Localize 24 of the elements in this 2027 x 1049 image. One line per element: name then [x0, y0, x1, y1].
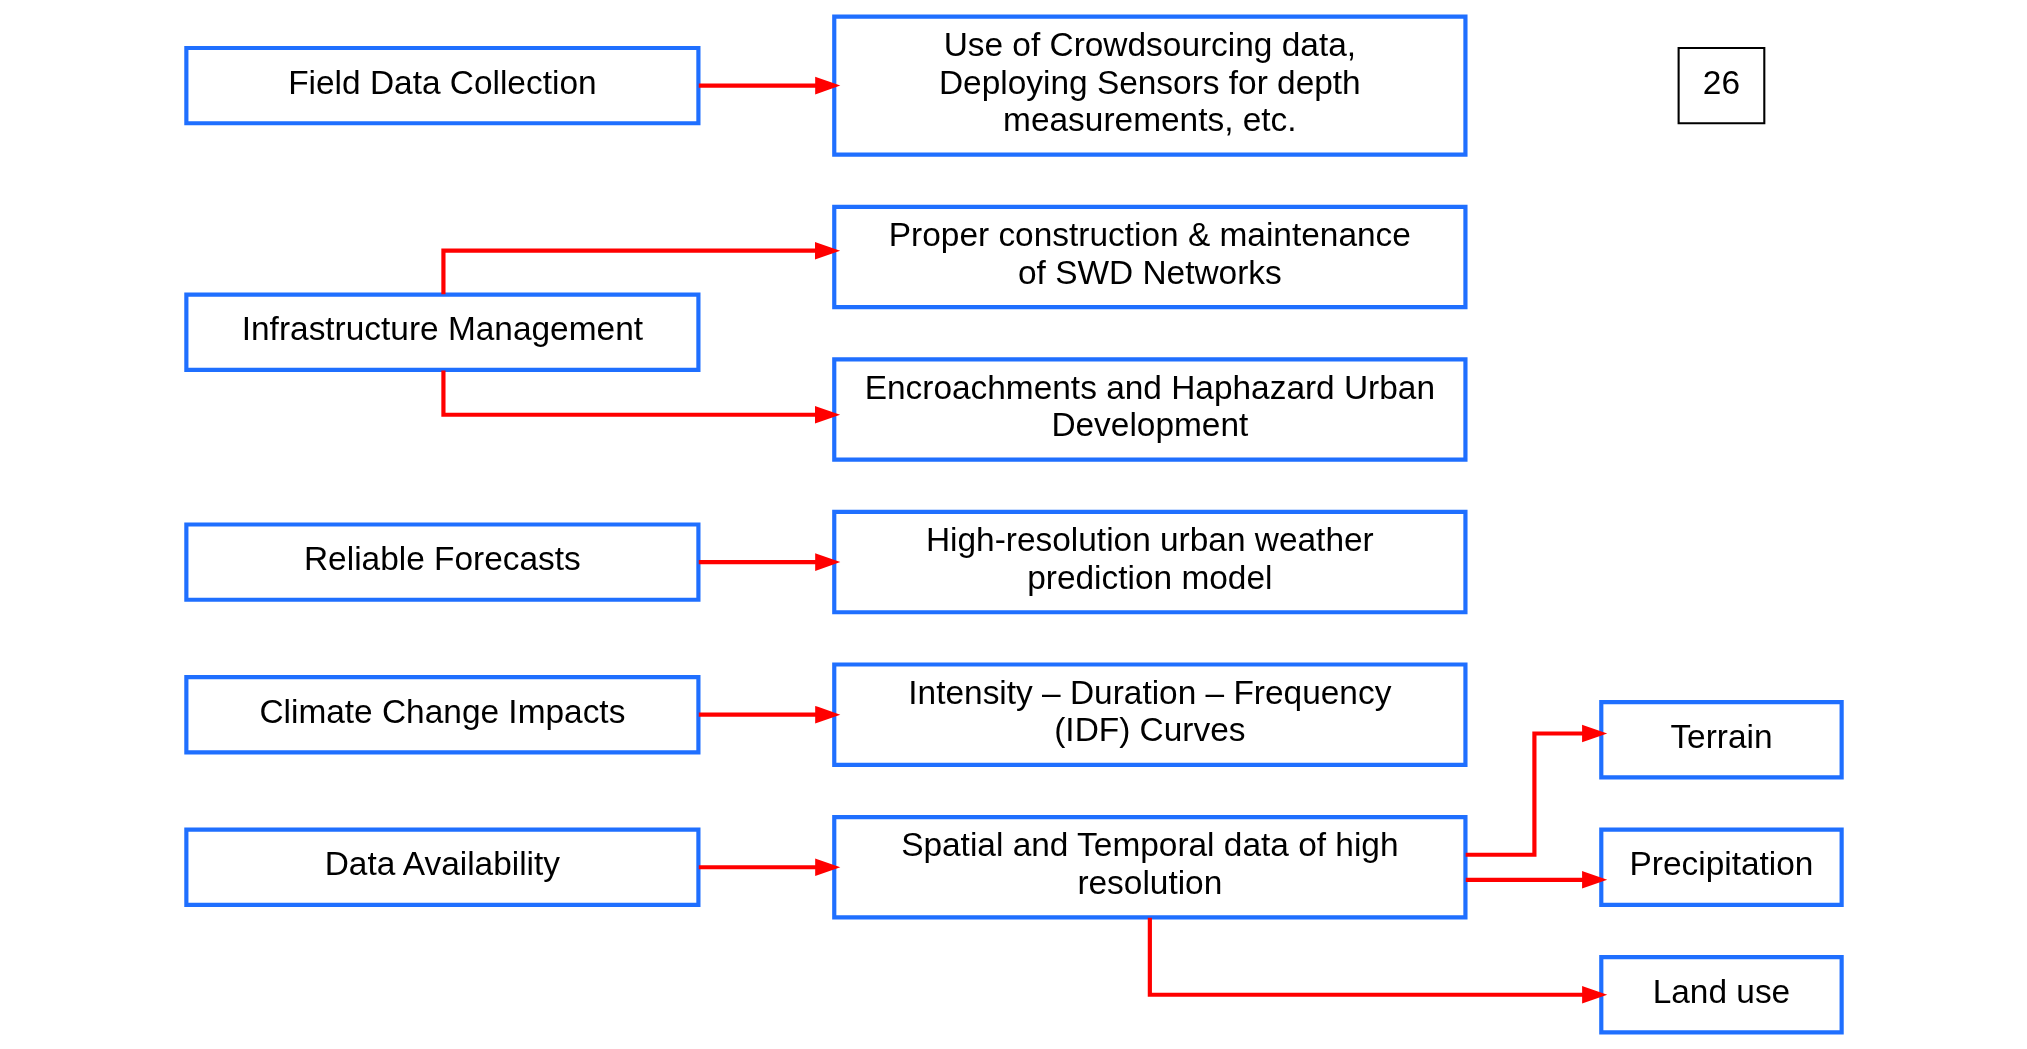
- node-box: Intensity – Duration – Frequency (IDF) Curves: [831, 662, 1468, 767]
- arrow: [698, 76, 840, 95]
- node-box: Reliable Forecasts: [183, 522, 700, 602]
- node-box: Land use: [1598, 955, 1844, 1035]
- node-box: Use of Crowdsourcing data, Deploying Sensors for depth measurements, etc.: [831, 14, 1468, 157]
- arrow: [1465, 871, 1607, 889]
- node-box: Field Data Collection: [183, 45, 700, 126]
- arrow: [440, 370, 840, 424]
- label: 26: [1702, 63, 1740, 101]
- node-box: Proper construction & maintenance of SWD Networks: [831, 204, 1468, 310]
- node-box: Spatial and Temporal data of high resolution: [831, 815, 1468, 920]
- arrow: [698, 858, 840, 877]
- node-box: Precipitation: [1598, 827, 1844, 907]
- node-box: Climate Change Impacts: [183, 675, 700, 755]
- arrow: [440, 241, 840, 295]
- arrow: [698, 553, 840, 571]
- node-box: High-resolution urban weather prediction model: [831, 509, 1468, 615]
- node-box: Terrain: [1598, 700, 1844, 780]
- node-box: Encroachments and Haphazard Urban Development: [831, 357, 1468, 462]
- arrow: [698, 705, 840, 724]
- node-box: Infrastructure Management: [183, 292, 700, 372]
- node-box: Data Availability: [183, 827, 700, 907]
- arrow: [1147, 917, 1607, 1004]
- arrow: [1465, 724, 1607, 857]
